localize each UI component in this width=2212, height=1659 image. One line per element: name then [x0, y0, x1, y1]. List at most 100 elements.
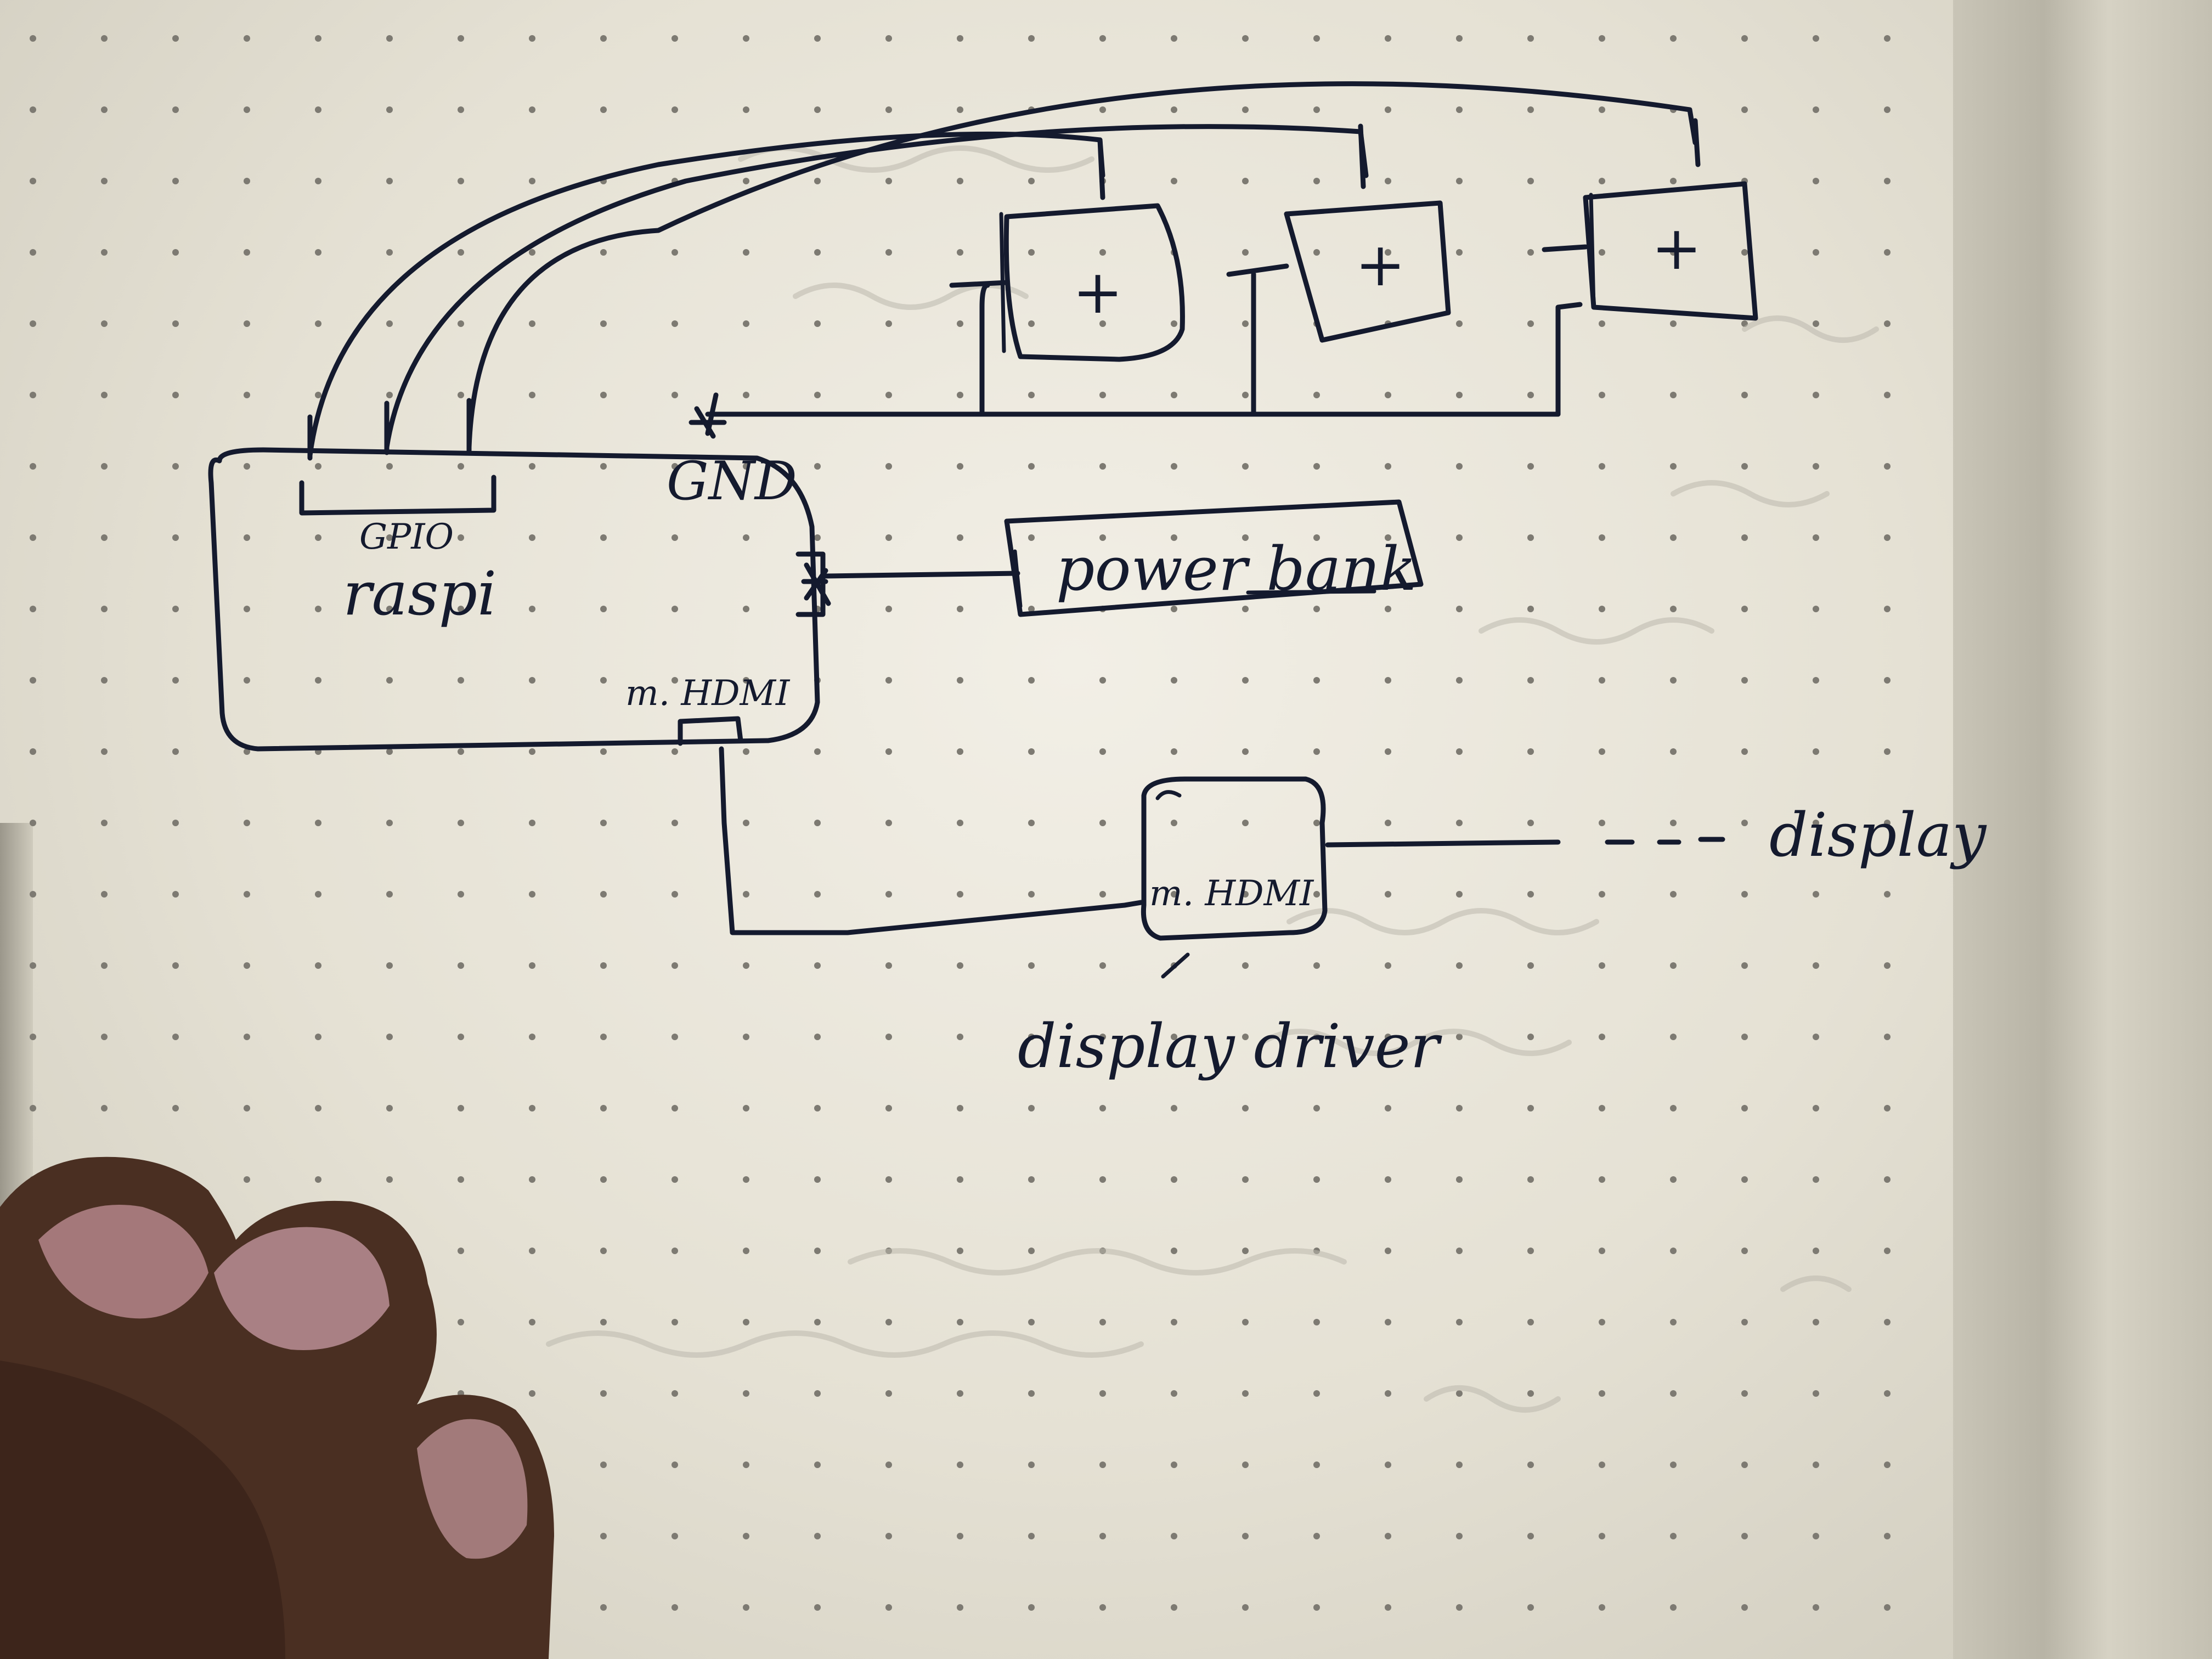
grid-dot	[743, 891, 749, 898]
grid-dot	[743, 1390, 749, 1397]
grid-dot	[1099, 677, 1106, 684]
grid-dot	[1599, 748, 1605, 755]
grid-dot	[957, 748, 963, 755]
grid-dot	[1599, 1604, 1605, 1611]
grid-dot	[172, 178, 179, 184]
grid-dot	[743, 1105, 749, 1111]
grid-dot	[814, 1390, 821, 1397]
grid-dot	[101, 1105, 108, 1111]
grid-dot	[743, 249, 749, 256]
grid-dot	[1456, 891, 1463, 898]
grid-dot	[1456, 1462, 1463, 1468]
grid-dot	[1171, 463, 1177, 470]
grid-dot	[1813, 178, 1819, 184]
grid-dot	[529, 962, 535, 969]
grid-dot	[957, 392, 963, 398]
grid-dot	[814, 1319, 821, 1325]
grid-dot	[1099, 820, 1106, 826]
grid-dot	[1741, 1176, 1748, 1183]
grid-dot	[101, 392, 108, 398]
grid-dot	[957, 178, 963, 184]
grid-dot	[1599, 891, 1605, 898]
grid-dot	[885, 820, 892, 826]
grid-dot	[529, 677, 535, 684]
grid-dot	[386, 962, 393, 969]
grid-dot	[1813, 1176, 1819, 1183]
grid-dot	[315, 606, 321, 612]
grid-dot	[1884, 463, 1891, 470]
grid-dot	[1741, 820, 1748, 826]
grid-dot	[885, 1604, 892, 1611]
grid-dot	[315, 962, 321, 969]
grid-dot	[957, 320, 963, 327]
grid-dot	[315, 534, 321, 541]
grid-dot	[30, 606, 36, 612]
grid-dot	[1884, 35, 1891, 42]
grid-dot	[672, 534, 678, 541]
grid-dot	[1313, 1176, 1320, 1183]
grid-dot	[1242, 1533, 1249, 1539]
gnd-label: GND	[667, 450, 797, 512]
grid-dot	[386, 106, 393, 113]
grid-dot	[1313, 534, 1320, 541]
grid-dot	[1028, 35, 1035, 42]
grid-dot	[1527, 392, 1534, 398]
grid-dot	[672, 606, 678, 612]
grid-dot	[529, 534, 535, 541]
grid-dot	[315, 178, 321, 184]
grid-dot	[672, 1034, 678, 1040]
grid-dot	[101, 891, 108, 898]
grid-dot	[1099, 463, 1106, 470]
grid-dot	[1527, 320, 1534, 327]
grid-dot	[1242, 534, 1249, 541]
grid-dot	[30, 677, 36, 684]
grid-dot	[172, 962, 179, 969]
gpio-header	[299, 475, 496, 516]
grid-dot	[1313, 962, 1320, 969]
grid-dot	[244, 677, 250, 684]
grid-dot	[1527, 677, 1534, 684]
grid-dot	[1028, 534, 1035, 541]
grid-dot	[244, 249, 250, 256]
grid-dot	[1527, 1390, 1534, 1397]
grid-dot	[814, 463, 821, 470]
grid-dot	[458, 1105, 464, 1111]
grid-dot	[885, 320, 892, 327]
grid-dot	[315, 1176, 321, 1183]
grid-dot	[1385, 1319, 1391, 1325]
grid-dot	[1884, 1034, 1891, 1040]
grid-dot	[1741, 106, 1748, 113]
button-2-symbol: +	[1355, 229, 1406, 300]
grid-dot	[315, 249, 321, 256]
grid-dot	[315, 392, 321, 398]
grid-dot	[1527, 1248, 1534, 1254]
grid-dot	[1313, 463, 1320, 470]
grid-dot	[885, 178, 892, 184]
grid-dot	[814, 1462, 821, 1468]
grid-dot	[244, 962, 250, 969]
grid-dot	[957, 962, 963, 969]
grid-dot	[672, 748, 678, 755]
grid-dot	[244, 106, 250, 113]
grid-dot	[458, 962, 464, 969]
grid-dot	[1099, 320, 1106, 327]
grid-dot	[30, 748, 36, 755]
grid-dot	[1670, 677, 1677, 684]
grid-dot	[885, 1034, 892, 1040]
grid-dot	[1028, 320, 1035, 327]
grid-dot	[885, 35, 892, 42]
grid-dot	[600, 392, 607, 398]
button-1-symbol: +	[1073, 257, 1123, 327]
grid-dot	[1028, 1604, 1035, 1611]
grid-dot	[458, 1248, 464, 1254]
grid-dot	[172, 463, 179, 470]
grid-dot	[244, 463, 250, 470]
grid-dot	[1741, 677, 1748, 684]
grid-dot	[1670, 1462, 1677, 1468]
grid-dot	[1741, 1533, 1748, 1539]
grid-dot	[1171, 534, 1177, 541]
grid-dot	[1456, 35, 1463, 42]
grid-dot	[672, 1319, 678, 1325]
